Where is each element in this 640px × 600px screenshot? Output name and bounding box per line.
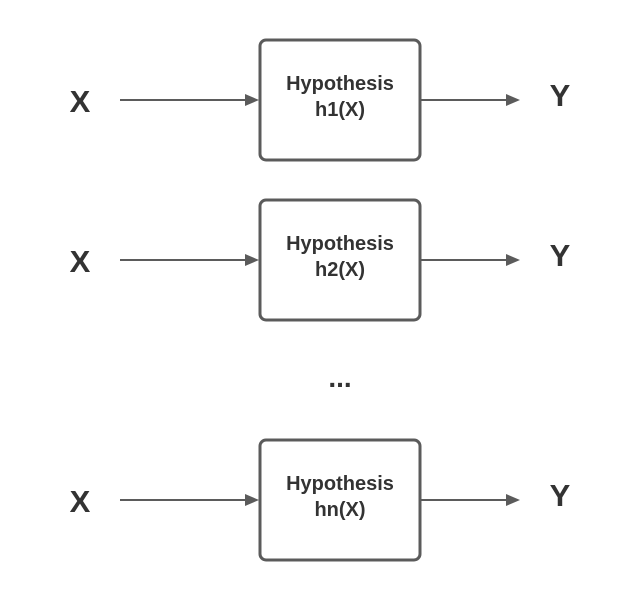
hypothesis-title-2: Hypothesis bbox=[286, 233, 394, 255]
hypothesis-function-3: hn(X) bbox=[314, 499, 365, 521]
hypothesis-row-3: X Hypothesis hn(X) Y bbox=[70, 438, 571, 562]
input-arrowhead-1 bbox=[245, 94, 259, 106]
hypothesis-function-1: h1(X) bbox=[315, 99, 365, 121]
output-label-3: Y bbox=[550, 478, 571, 513]
hypothesis-box-1 bbox=[258, 38, 422, 162]
input-arrowhead-2 bbox=[245, 254, 259, 266]
hypothesis-title-1: Hypothesis bbox=[286, 73, 394, 95]
hypothesis-box-3 bbox=[258, 438, 422, 562]
input-label-2: X bbox=[70, 244, 91, 279]
output-label-2: Y bbox=[550, 238, 571, 273]
input-label-3: X bbox=[70, 484, 91, 519]
hypothesis-function-2: h2(X) bbox=[315, 259, 365, 281]
output-arrowhead-2 bbox=[506, 254, 520, 266]
output-label-1: Y bbox=[550, 78, 571, 113]
hypothesis-title-3: Hypothesis bbox=[286, 473, 394, 495]
hypothesis-row-1: X Hypothesis h1(X) Y bbox=[70, 38, 571, 162]
hypothesis-row-2: X Hypothesis h2(X) Y bbox=[70, 198, 571, 322]
ellipsis: ... bbox=[328, 362, 351, 393]
hypothesis-box-2 bbox=[258, 198, 422, 322]
input-arrowhead-3 bbox=[245, 494, 259, 506]
input-label-1: X bbox=[70, 84, 91, 119]
output-arrowhead-1 bbox=[506, 94, 520, 106]
output-arrowhead-3 bbox=[506, 494, 520, 506]
